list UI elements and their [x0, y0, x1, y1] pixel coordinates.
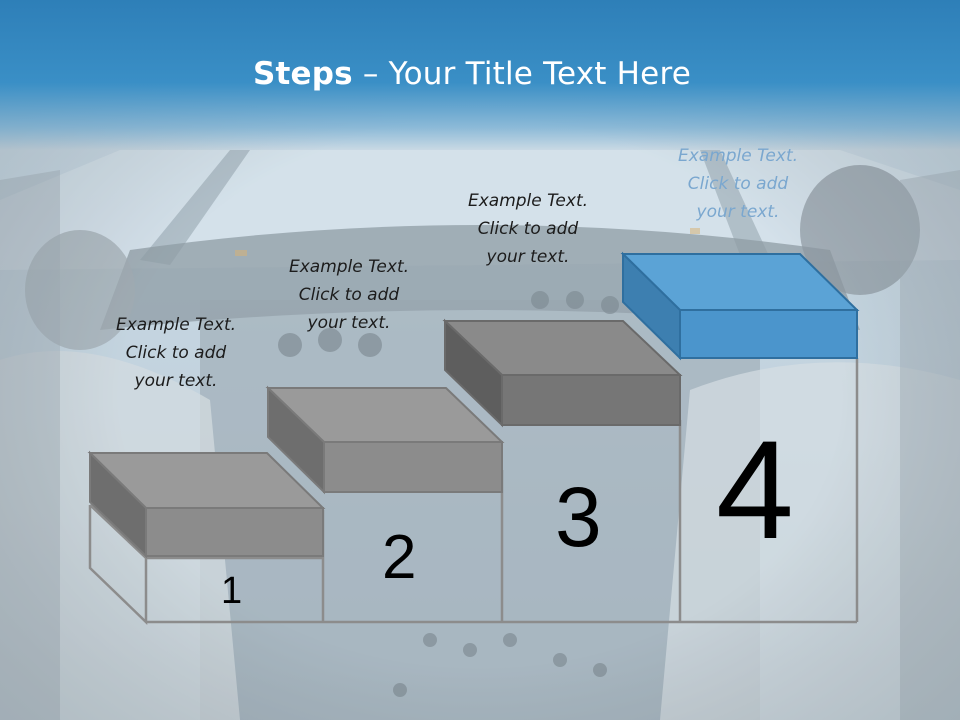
step-2-block [265, 385, 505, 495]
step-1-caption[interactable]: Example Text. Click to add your text. [86, 311, 266, 395]
page-title[interactable]: Steps – Your Title Text Here [0, 56, 944, 92]
step-3-line-1: Example Text. [467, 191, 589, 211]
step-4-block [620, 251, 860, 361]
step-4-caption[interactable]: Example Text. Click to add your text. [648, 142, 828, 226]
step-3-number: 3 [555, 470, 602, 564]
step-2-caption[interactable]: Example Text. Click to add your text. [259, 253, 439, 337]
title-rest: – Your Title Text Here [352, 56, 691, 92]
title-bold: Steps [252, 56, 353, 92]
step-3-block [442, 318, 683, 428]
step-2-line-3: your text. [307, 313, 391, 333]
step-4-number: 4 [716, 411, 794, 568]
step-1-line-1: Example Text. [115, 315, 237, 335]
step-2-line-1: Example Text. [288, 257, 410, 277]
title-band [0, 0, 960, 150]
step-1-line-3: your text. [134, 371, 218, 391]
step-4-line-1: Example Text. [677, 146, 799, 166]
step-1-line-2: Click to add [125, 343, 227, 363]
step-2-number: 2 [382, 523, 417, 592]
step-3-line-3: your text. [486, 247, 570, 267]
step-1-number: 1 [221, 570, 243, 612]
step-2-line-2: Click to add [298, 285, 400, 305]
step-3-caption[interactable]: Example Text. Click to add your text. [438, 187, 618, 271]
step-1-block [87, 450, 326, 559]
step-4-line-2: Click to add [687, 174, 789, 194]
step-4-line-3: your text. [696, 202, 780, 222]
step-3-line-2: Click to add [477, 219, 579, 239]
